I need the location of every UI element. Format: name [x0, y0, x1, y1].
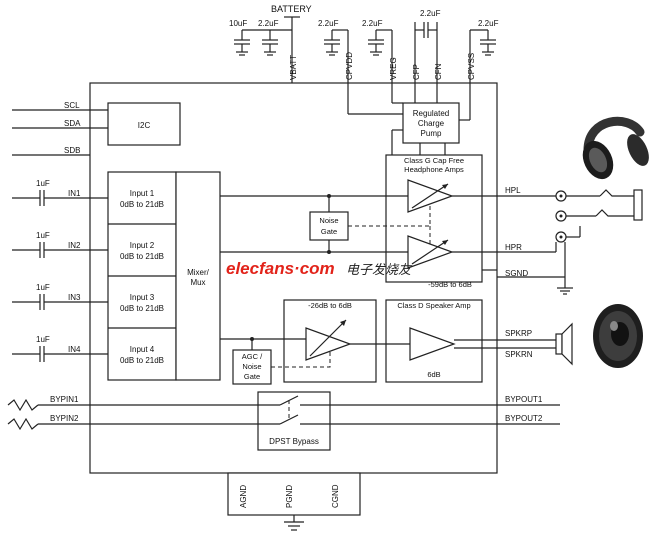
pin-hpr: HPR — [505, 243, 522, 252]
dpst-bypass-label: DPST Bypass — [269, 437, 319, 446]
pin-scl: SCL — [64, 101, 80, 110]
pin-spkrn: SPKRN — [505, 350, 533, 359]
pin-vbatt: VBATT — [289, 55, 298, 80]
input1-gain: 0dB to 21dB — [120, 200, 164, 209]
capacitor-icon — [234, 30, 250, 56]
headphone-amp-gain: -59dB to 6dB — [428, 280, 472, 289]
i2c-block — [107, 102, 181, 146]
class-d-speaker-amp-title: Class D Speaker Amp — [397, 301, 470, 310]
charge-pump-label-2: Charge — [418, 119, 445, 128]
charge-pump-label-3: Pump — [421, 129, 442, 138]
noise-gate-block — [309, 211, 349, 241]
cap-22uf-b-label: 2.2uF — [318, 19, 339, 28]
pin-sgnd: SGND — [505, 269, 528, 278]
cap-22uf-e-label: 2.2uF — [478, 19, 499, 28]
cap-22uf-d-label: 2.2uF — [420, 9, 441, 18]
pin-sdb: SDB — [64, 146, 80, 155]
charge-pump-label-1: Regulated — [413, 109, 449, 118]
pin-vreg: VREG — [389, 57, 398, 80]
input4-label: Input 4 — [130, 345, 155, 354]
battery-label: BATTERY — [271, 4, 312, 14]
input1-cap-label: 1uF — [36, 179, 50, 188]
pin-cfn: CFN — [434, 63, 443, 80]
capacitor-icon — [368, 29, 393, 83]
charge-pump-block — [402, 102, 460, 144]
input-line-4 — [12, 346, 108, 362]
input2-label: Input 2 — [130, 241, 155, 250]
svg-text:电子发烧友: 电子发烧友 — [346, 263, 413, 278]
pin-in4: IN4 — [68, 345, 81, 354]
headphone-jack-icon — [555, 189, 643, 295]
mixer-mux-block — [175, 171, 221, 381]
ground-pin-box — [227, 472, 361, 516]
input2-cap-label: 1uF — [36, 231, 50, 240]
capacitor-icon — [414, 22, 438, 83]
pin-sda: SDA — [64, 119, 81, 128]
input4-cap-label: 1uF — [36, 335, 50, 344]
agc-label-2: Noise — [242, 362, 261, 371]
input4-gain: 0dB to 21dB — [120, 356, 164, 365]
pin-cpvss: CPVSS — [467, 53, 476, 80]
pin-hpl: HPL — [505, 186, 521, 195]
capacitor-icon — [324, 29, 349, 83]
input-line-3 — [12, 294, 108, 310]
headphone-amp-title-2: Headphone Amps — [404, 165, 464, 174]
headphone-amp-title-1: Class G Cap Free — [404, 156, 464, 165]
headphones-icon — [582, 116, 649, 180]
bypass-resistor-1-icon — [7, 398, 258, 412]
speaker-icon — [593, 304, 643, 368]
speaker-symbol-icon — [555, 322, 573, 366]
ground-icon — [284, 515, 304, 531]
pin-bypin2: BYPIN2 — [50, 414, 79, 423]
headphone-amp-block — [385, 154, 483, 283]
svg-text:elecfans·com: elecfans·com — [226, 259, 335, 278]
input3-cap-label: 1uF — [36, 283, 50, 292]
input-line-1 — [12, 190, 108, 206]
pin-bypin1: BYPIN1 — [50, 395, 79, 404]
pin-cpvdd: CPVDD — [345, 52, 354, 80]
input3-label: Input 3 — [130, 293, 155, 302]
mixer-label-2: Mux — [190, 278, 205, 287]
pin-in3: IN3 — [68, 293, 81, 302]
watermark-logo: elecfans·com 电子发烧友 — [226, 259, 413, 278]
noise-gate-label-1: Noise — [319, 216, 338, 225]
agc-label-3: Gate — [244, 372, 260, 381]
cap-10uf-label: 10uF — [229, 19, 247, 28]
agc-label-1: AGC / — [242, 352, 263, 361]
cap-22uf-c-label: 2.2uF — [362, 19, 383, 28]
speaker-volume-range: -26dB to 6dB — [308, 301, 352, 310]
cap-22uf-a-label: 2.2uF — [258, 19, 279, 28]
pin-cgnd: CGND — [331, 484, 340, 508]
dpst-switch-icon — [258, 395, 330, 425]
pin-bypout1: BYPOUT1 — [505, 395, 543, 404]
pin-in1: IN1 — [68, 189, 81, 198]
capacitor-icon — [469, 29, 496, 83]
pin-in2: IN2 — [68, 241, 81, 250]
dpst-bypass-block — [257, 391, 331, 451]
class-d-speaker-amp-gain: 6dB — [427, 370, 440, 379]
mixer-label-1: Mixer/ — [187, 268, 210, 277]
capacitor-icon — [262, 30, 278, 56]
noise-gate-label-2: Gate — [321, 227, 337, 236]
pin-pgnd: PGND — [285, 485, 294, 508]
pin-bypout2: BYPOUT2 — [505, 414, 543, 423]
input1-label: Input 1 — [130, 189, 155, 198]
i2c-label: I2C — [138, 121, 151, 130]
pin-cfp: CFP — [412, 64, 421, 80]
pin-agnd: AGND — [239, 485, 248, 508]
speaker-volume-amplifier — [305, 327, 352, 361]
input2-gain: 0dB to 21dB — [120, 252, 164, 261]
input3-gain: 0dB to 21dB — [120, 304, 164, 313]
bypass-resistor-2-icon — [7, 417, 258, 431]
input-line-2 — [12, 242, 108, 258]
pin-spkrp: SPKRP — [505, 329, 532, 338]
